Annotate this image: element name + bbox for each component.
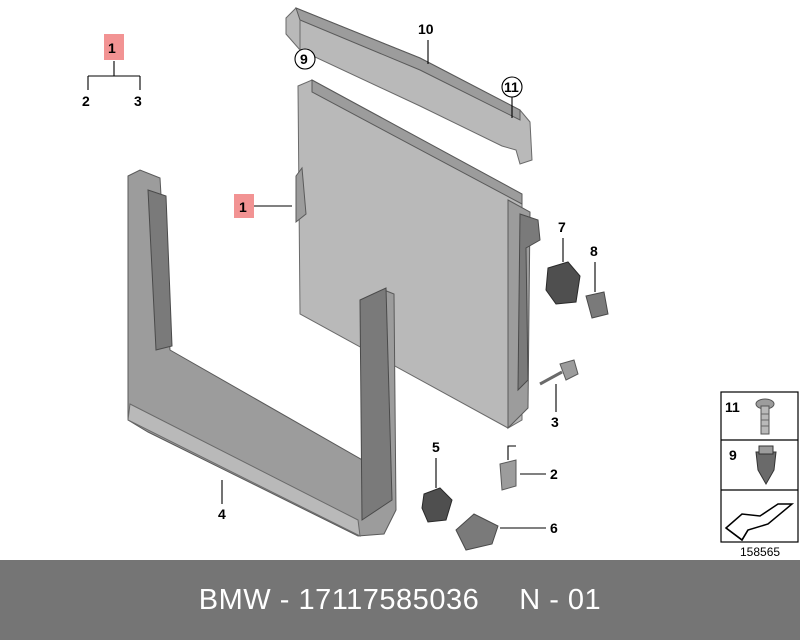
screw-icon (755, 398, 775, 435)
callout-11-label: 11 (504, 79, 519, 95)
tree-root-label: 1 (108, 40, 116, 56)
part-2-sensor (499, 445, 517, 491)
part-1-highlight (234, 194, 254, 218)
part-2-label: 2 (550, 466, 558, 482)
part-4-shroud-frame (127, 169, 397, 537)
tree-connector (87, 61, 141, 90)
part-3-drain-plug (539, 359, 579, 386)
parts-diagram: 1 2 3 9 11 10 1 4 7 8 (82, 7, 799, 559)
part-5-label: 5 (432, 439, 440, 455)
legend-9-label: 9 (729, 447, 737, 463)
part-8-clip (585, 291, 609, 319)
part-10-label: 10 (418, 21, 434, 37)
part-7-label: 7 (558, 219, 566, 235)
footer-brand-part-number: BMW - 17117585036 (198, 583, 480, 616)
index-tree: 1 2 3 (82, 34, 142, 109)
part-1-label: 1 (239, 199, 247, 215)
tree-root-highlight (104, 34, 124, 60)
part-number-footer: BMW - 17117585036 N - 01 (0, 560, 800, 640)
part-7-mount (545, 261, 581, 305)
tree-right-label: 3 (134, 93, 142, 109)
diagram-canvas: 1 2 3 9 11 10 1 4 7 8 (82, 7, 799, 559)
callout-9-label: 9 (300, 51, 308, 67)
part-3-label: 3 (551, 414, 559, 430)
part-10-upper-bracket (285, 7, 533, 165)
callout-9-ring (294, 48, 316, 70)
part-5-buffer (421, 487, 453, 523)
part-8-label: 8 (590, 243, 598, 259)
part-6-bracket (455, 513, 499, 551)
part-1-radiator (295, 79, 541, 430)
footer-code: N - 01 (519, 583, 602, 616)
direction-arrow-icon (724, 503, 795, 542)
figure-number: 158565 (740, 545, 780, 559)
part-6-label: 6 (550, 520, 558, 536)
legend-11-label: 11 (725, 399, 740, 415)
part-4-label: 4 (218, 506, 226, 522)
fastener-legend: 11 9 (720, 391, 799, 543)
tree-left-label: 2 (82, 93, 90, 109)
clip-nut-icon (755, 445, 777, 486)
